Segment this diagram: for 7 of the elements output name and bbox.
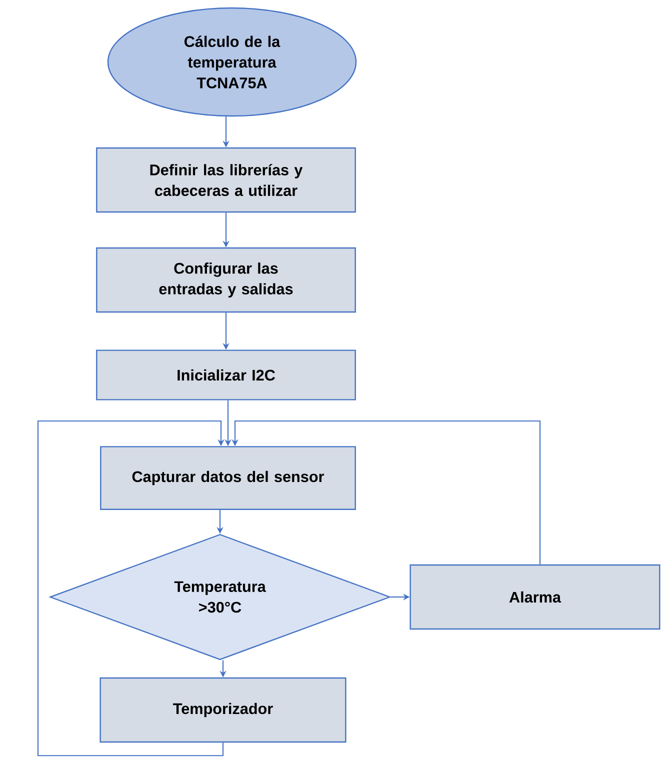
process-box: Definir las librerías y cabeceras a utilizar: [96, 147, 356, 213]
process-box: Temporizador: [100, 677, 346, 743]
process-box: Capturar datos del sensor: [100, 446, 356, 510]
arrow: [37, 420, 224, 756]
process-box: Alarma: [410, 564, 660, 630]
process-box: Inicializar I2C: [96, 350, 356, 400]
process-box: Configurar las entradas y salidas: [96, 247, 356, 313]
